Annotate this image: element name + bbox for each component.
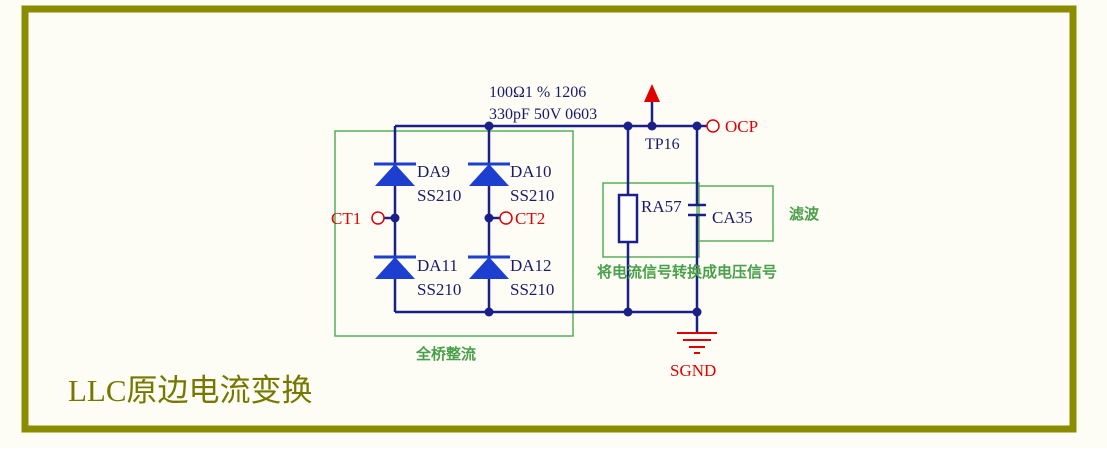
- sheet-frame: [21, 5, 1077, 433]
- da11-ref: DA11: [417, 256, 458, 275]
- iv-group-label: 将电流信号转换成电压信号: [597, 263, 777, 281]
- capacitor-ca35-symbol: [688, 203, 706, 217]
- bridge-group-box: [334, 130, 574, 337]
- diode-da10-symbol: [468, 162, 510, 186]
- da9-ref: DA9: [417, 162, 450, 181]
- ct2-label: CT2: [515, 209, 545, 228]
- da12-value: SS210: [510, 280, 554, 299]
- sgnd-label: SGND: [670, 361, 716, 380]
- diode-da11-symbol: [374, 255, 416, 279]
- da10-value: SS210: [510, 186, 554, 205]
- da12-ref: DA12: [510, 256, 552, 275]
- sgnd-ground-icon: [677, 332, 717, 354]
- ocp-label: OCP: [725, 117, 758, 136]
- ocp-port-circle[interactable]: [706, 119, 720, 133]
- ra57-value: 100Ω1 % 1206: [489, 84, 586, 101]
- sheet-title: LLC原边电流变换: [68, 373, 313, 408]
- da11-value: SS210: [417, 280, 461, 299]
- resistor-ra57-symbol: [617, 193, 639, 244]
- filter-group-box: [696, 185, 774, 242]
- tp16-arrow-icon: [644, 84, 660, 102]
- ca35-value: 330pF 50V 0603: [489, 106, 597, 123]
- ct2-port-circle[interactable]: [499, 211, 513, 225]
- iv-group-box: [602, 182, 700, 258]
- diode-da9-symbol: [374, 162, 416, 186]
- da9-value: SS210: [417, 186, 461, 205]
- ct1-label: CT1: [331, 209, 361, 228]
- tp16-ref: TP16: [645, 136, 680, 153]
- junctions: [390, 121, 702, 317]
- bridge-group-label: 全桥整流: [415, 345, 476, 363]
- filter-group-label: 滤波: [789, 205, 820, 223]
- ra57-ref: RA57: [641, 197, 682, 216]
- ca35-ref: CA35: [712, 208, 753, 227]
- ct1-port-circle[interactable]: [371, 211, 385, 225]
- diode-da12-symbol: [468, 255, 510, 279]
- da10-ref: DA10: [510, 162, 552, 181]
